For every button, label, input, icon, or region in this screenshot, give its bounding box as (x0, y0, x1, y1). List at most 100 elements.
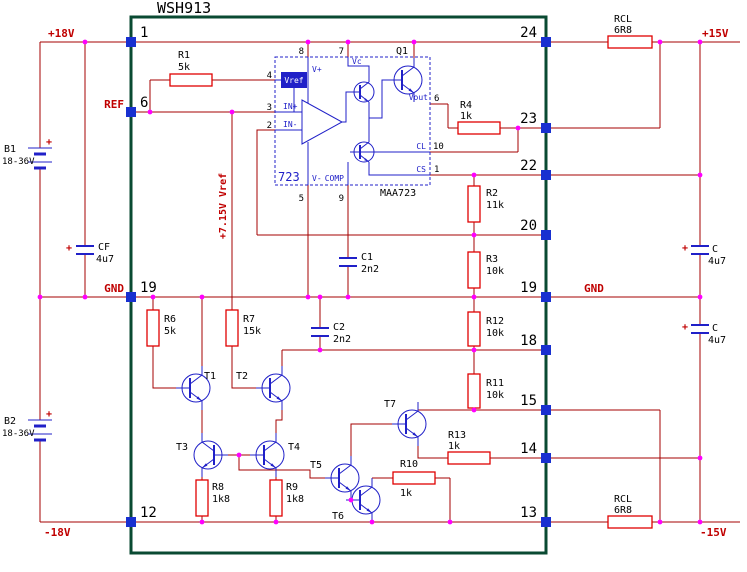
ref-label: CF (98, 242, 110, 253)
pin-square-19-right[interactable] (541, 292, 551, 302)
pin-square-23[interactable] (541, 123, 551, 133)
resistor-r2[interactable]: R2 11k (467, 185, 504, 223)
ic-label-vminus: V- (312, 174, 322, 183)
ref-label: R8 (212, 482, 224, 493)
pin-square-24[interactable] (541, 37, 551, 47)
value-label: 1k8 (286, 494, 304, 505)
ic-part-number: MAA723 (380, 188, 416, 199)
value-label: 18-36V (2, 429, 35, 439)
transistor-t3[interactable]: T3 (176, 432, 229, 478)
value-label: 5k (164, 326, 176, 337)
transistor-q1[interactable]: Q1 (387, 46, 423, 103)
transistor-ref: T2 (236, 371, 248, 382)
resistor-r9[interactable]: R9 1k8 (269, 479, 304, 517)
opamp-triangle-icon (301, 99, 344, 145)
transistor-ref: T1 (204, 371, 216, 382)
pin-number-20: 20 (520, 218, 537, 234)
resistor-rcl-bottom[interactable]: RCL 6R8 (607, 494, 653, 529)
transistor-ref: T6 (332, 511, 344, 522)
page-title: WSH913 (157, 0, 211, 17)
battery-long-plates-icon (28, 419, 52, 435)
resistor-r4[interactable]: R4 1k (457, 100, 501, 135)
resistor-body (607, 35, 653, 49)
ref-label: R7 (243, 314, 255, 325)
value-label: 2n2 (361, 264, 379, 275)
capacitor-c-bottom[interactable]: + C 4u7 (682, 322, 726, 346)
ref-label: C (712, 244, 718, 255)
pin-number-12: 12 (140, 505, 157, 521)
pin-number-1: 1 (140, 25, 148, 41)
resistor-r10[interactable]: R10 1k (392, 459, 436, 499)
resistor-r12[interactable]: R12 10k (467, 311, 504, 347)
pin-square-19-left[interactable] (126, 292, 136, 302)
transistor-t7[interactable]: T7 (384, 399, 427, 447)
ic-output-transistor-icon (349, 75, 375, 109)
transistor-ref: T5 (310, 460, 322, 471)
resistor-body (467, 185, 481, 223)
pin-square-20[interactable] (541, 230, 551, 240)
ic-label-vc: Vc (352, 57, 362, 66)
value-label: 18-36V (2, 157, 35, 167)
value-label: 1k (460, 111, 472, 122)
pin-number-19-left: 19 (140, 280, 157, 296)
pin-square-6[interactable] (126, 107, 136, 117)
pin-number-6: 6 (140, 95, 148, 111)
ref-label: R4 (460, 100, 472, 111)
ref-label: C1 (361, 252, 373, 263)
battery-b1[interactable]: + B1 18-36V (2, 137, 52, 170)
resistor-r8[interactable]: R8 1k8 (195, 479, 230, 517)
npn-icon (391, 401, 427, 447)
pin-number-19-right: 19 (520, 280, 537, 296)
battery-long-plates-icon (28, 147, 52, 163)
pin-square-12[interactable] (126, 517, 136, 527)
battery-short-plates-icon (34, 152, 46, 170)
transistor-t1[interactable]: T1 (175, 365, 216, 411)
resistor-r6[interactable]: R6 5k (146, 309, 176, 347)
resistor-r7[interactable]: R7 15k (225, 309, 261, 347)
resistor-body (195, 479, 209, 517)
ic-pin-5: 5 (299, 194, 304, 204)
ic-pin-3: 3 (267, 103, 272, 113)
capacitor-c1[interactable]: C1 2n2 (339, 252, 379, 275)
pin-numbers: 1 6 19 12 24 23 22 20 19 18 15 14 13 (140, 25, 537, 521)
capacitor-c2[interactable]: C2 2n2 (311, 322, 351, 345)
resistor-body (467, 373, 481, 409)
pin-square-22[interactable] (541, 170, 551, 180)
pin-square-14[interactable] (541, 453, 551, 463)
transistor-ref: T7 (384, 399, 396, 410)
capacitor-c-top[interactable]: + C 4u7 (682, 243, 726, 267)
ic-maa723[interactable]: Vref 723 MAA723 V+ Vc V- COMP IN+ IN- Vo… (267, 47, 444, 204)
module-pins (126, 37, 551, 527)
value-label: 6R8 (614, 505, 632, 516)
pin-number-18: 18 (520, 333, 537, 349)
value-label: 4u7 (708, 335, 726, 346)
polarity-plus: + (46, 137, 52, 148)
resistor-r3[interactable]: R3 10k (467, 251, 504, 289)
transistor-t2[interactable]: T2 (236, 365, 291, 411)
resistor-r11[interactable]: R11 10k (467, 373, 504, 409)
pin-square-13[interactable] (541, 517, 551, 527)
battery-b2[interactable]: + B2 18-36V (2, 409, 52, 442)
resistor-rcl-top[interactable]: RCL 6R8 (607, 14, 653, 49)
module-boundary (129, 15, 548, 555)
ic-label-inplus: IN+ (283, 102, 298, 111)
pin-square-15[interactable] (541, 405, 551, 415)
capacitor-plates-icon (311, 327, 329, 337)
transistor-t5[interactable]: T5 (310, 455, 360, 501)
ic-pin-9: 9 (339, 194, 344, 204)
net-label-ref: REF (104, 98, 124, 111)
transistor-t4[interactable]: T4 (249, 432, 300, 478)
net-label-minus15v: -15V (700, 526, 727, 539)
ic-internal-wires (275, 57, 430, 185)
ic-pin-10: 10 (433, 142, 444, 152)
resistor-r1[interactable]: R1 5k (169, 50, 213, 87)
ic-name: 723 (278, 170, 300, 184)
pin-square-18[interactable] (541, 345, 551, 355)
resistor-r13[interactable]: R13 1k (447, 430, 491, 465)
value-label: 10k (486, 390, 504, 401)
capacitor-cf[interactable]: + CF 4u7 (66, 242, 114, 265)
ic-pin-1: 1 (434, 165, 439, 175)
transistor-t6[interactable]: T6 (332, 477, 381, 523)
pin-square-1[interactable] (126, 37, 136, 47)
